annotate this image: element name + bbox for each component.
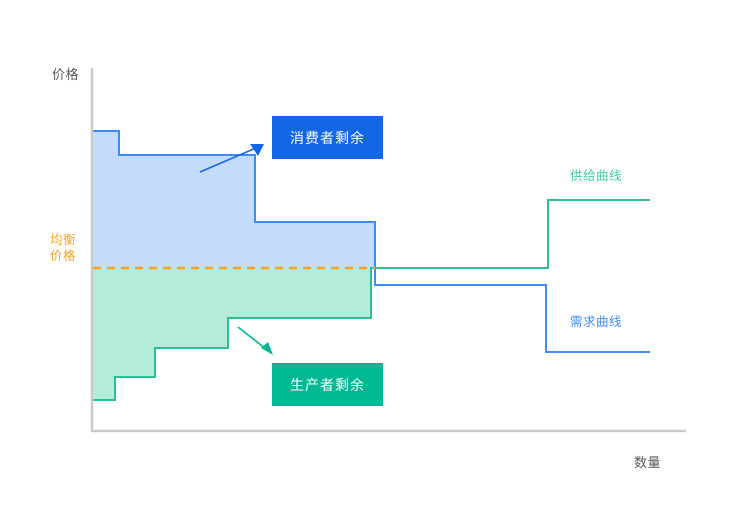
equilibrium-price-label: 均衡 价格 bbox=[50, 232, 88, 264]
x-axis-title: 数量 bbox=[634, 456, 662, 471]
consumer-surplus-arrow bbox=[199, 144, 264, 173]
consumer-surplus-tag: 消费者剩余 bbox=[272, 116, 383, 159]
producer-surplus-area bbox=[93, 268, 371, 400]
consumer-surplus-area bbox=[93, 131, 375, 268]
producer-surplus-tag: 生产者剩余 bbox=[272, 363, 383, 406]
supply-curve bbox=[93, 199, 650, 401]
equilibrium-price-label-line2: 价格 bbox=[50, 248, 77, 263]
producer-surplus-arrow bbox=[237, 326, 273, 355]
equilibrium-price-label-line1: 均衡 bbox=[50, 232, 77, 247]
demand-curve bbox=[93, 130, 650, 353]
demand-curve-label: 需求曲线 bbox=[570, 314, 623, 329]
y-axis-title: 价格 bbox=[52, 68, 80, 83]
supply-curve-label: 供给曲线 bbox=[570, 168, 623, 183]
